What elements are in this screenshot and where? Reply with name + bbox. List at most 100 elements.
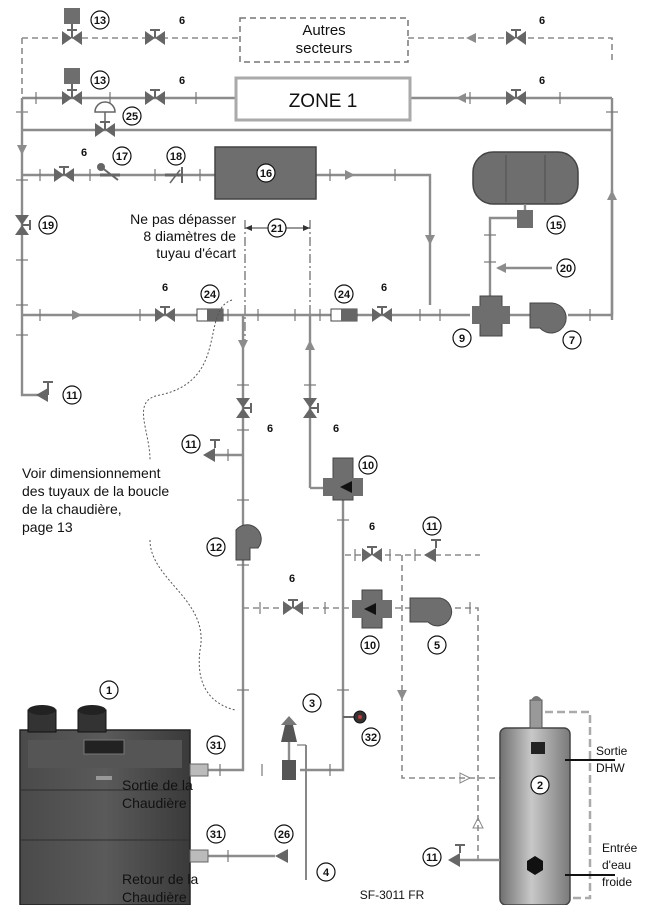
svg-text:32: 32	[365, 732, 377, 744]
callout-3: 3	[302, 693, 322, 713]
drain-valve-11-loop	[203, 439, 220, 462]
callout-6-loop-left: 6	[267, 423, 273, 435]
feed-line-20	[496, 263, 552, 273]
boiler-1	[19, 705, 209, 905]
svg-text:3: 3	[309, 698, 315, 710]
zone-valve-13	[61, 68, 83, 106]
label-entree-eau-1: Entrée	[602, 841, 638, 855]
callout-26: 26	[274, 824, 294, 844]
callout-20: 20	[556, 258, 576, 278]
callout-9: 9	[452, 328, 472, 348]
svg-text:17: 17	[116, 151, 128, 163]
system-pump-7	[529, 302, 567, 334]
bypass-line	[22, 101, 612, 138]
callout-7: 7	[562, 330, 582, 350]
svg-text:26: 26	[278, 829, 290, 841]
svg-text:6: 6	[81, 147, 87, 159]
label-sortie-dhw-2: DHW	[596, 761, 625, 775]
autres-secteurs-label-1: Autres	[302, 22, 345, 39]
zone1-piping	[15, 91, 619, 320]
callout-32: 32	[361, 727, 381, 747]
callout-13-zone: 13	[90, 70, 110, 90]
callout-25: 25	[122, 106, 142, 126]
callout-31-bottom: 31	[206, 824, 226, 844]
callout-11-heater: 11	[422, 847, 442, 867]
callout-2: 2	[530, 775, 550, 795]
svg-text:21: 21	[271, 223, 283, 235]
backflow-component-16	[214, 146, 317, 200]
drain-valve-11-left	[36, 381, 53, 402]
label-entree-eau-2: d'eau	[602, 858, 631, 872]
svg-text:31: 31	[210, 829, 222, 841]
mixing-valve-10-upper	[323, 457, 363, 501]
autres-secteurs-label-2: secteurs	[296, 40, 353, 57]
svg-text:10: 10	[362, 460, 374, 472]
svg-text:15: 15	[550, 220, 562, 232]
callout-11-dhw: 11	[422, 516, 442, 536]
document-code: SF-3011 FR	[360, 888, 425, 902]
note-piping-limit-1: Ne pas dépasser	[130, 211, 236, 227]
callout-6-header-left: 6	[162, 282, 168, 294]
callout-6-loop-right: 6	[333, 423, 339, 435]
svg-text:6: 6	[333, 423, 339, 435]
svg-text:6: 6	[539, 15, 545, 27]
mixing-valve-10-lower	[352, 589, 392, 629]
svg-text:31: 31	[210, 740, 222, 752]
callout-16: 16	[256, 163, 276, 183]
svg-text:11: 11	[426, 521, 438, 533]
callout-6-header-right: 6	[381, 282, 387, 294]
dimension-guide-upper	[143, 299, 233, 461]
note-boiler-loop-2: des tuyaux de la boucle	[22, 483, 169, 499]
callout-6-zone-left: 6	[179, 75, 185, 87]
svg-text:5: 5	[434, 640, 440, 652]
callout-31-top: 31	[206, 735, 226, 755]
callout-24-right: 24	[334, 284, 354, 304]
boiler-loop-supply	[207, 315, 252, 772]
pressure-gauge-32	[343, 710, 367, 724]
svg-text:6: 6	[539, 75, 545, 87]
drain-valve-11-heater	[448, 844, 465, 867]
callout-6-zone-right: 6	[539, 75, 545, 87]
callout-10-upper: 10	[358, 455, 378, 475]
svg-text:24: 24	[204, 289, 217, 301]
boiler-pump-12	[235, 524, 262, 561]
callout-6-top-right: 6	[539, 15, 545, 27]
label-sortie-chaudiere-1: Sortie de la	[122, 777, 193, 793]
dhw-pump-5	[409, 597, 453, 627]
drain-valve-11-dhw	[424, 539, 441, 562]
isolation-valve-6-top-left	[144, 29, 166, 46]
svg-text:2: 2	[537, 780, 543, 792]
svg-text:6: 6	[381, 282, 387, 294]
air-separator-9	[472, 295, 510, 337]
zone1-label: ZONE 1	[289, 91, 358, 112]
svg-text:6: 6	[179, 75, 185, 87]
boiler-loop-return	[300, 315, 350, 772]
label-entree-eau-3: froide	[602, 875, 632, 889]
spacing-dimension-21	[244, 220, 311, 340]
callout-12: 12	[206, 537, 226, 557]
indirect-water-heater-2	[460, 696, 615, 905]
note-boiler-loop-1: Voir dimensionnement	[22, 465, 161, 481]
isolation-valve-6-zone-left	[144, 89, 166, 106]
label-retour-chaudiere-1: Retour de la	[122, 871, 198, 887]
callout-6-top-left: 6	[179, 15, 185, 27]
relief-valve-3	[281, 716, 307, 880]
callout-4: 4	[316, 862, 336, 882]
callout-24-left: 24	[200, 284, 220, 304]
label-sortie-dhw-1: Sortie	[596, 744, 628, 758]
svg-text:24: 24	[338, 289, 351, 301]
note-boiler-loop-3: de la chaudière,	[22, 501, 122, 517]
callout-11-loop: 11	[181, 434, 201, 454]
callout-19: 19	[38, 215, 58, 235]
isolation-valve-6-zone-right	[505, 89, 527, 106]
svg-text:1: 1	[106, 685, 112, 697]
svg-text:18: 18	[170, 151, 182, 163]
dimension-guide-lower	[149, 539, 236, 711]
svg-text:6: 6	[369, 521, 375, 533]
svg-text:11: 11	[185, 439, 197, 451]
svg-text:13: 13	[94, 75, 106, 87]
callout-6-bypass: 6	[289, 573, 295, 585]
label-retour-chaudiere-2: Chaudière	[122, 889, 187, 905]
label-sortie-chaudiere-2: Chaudière	[122, 795, 187, 811]
